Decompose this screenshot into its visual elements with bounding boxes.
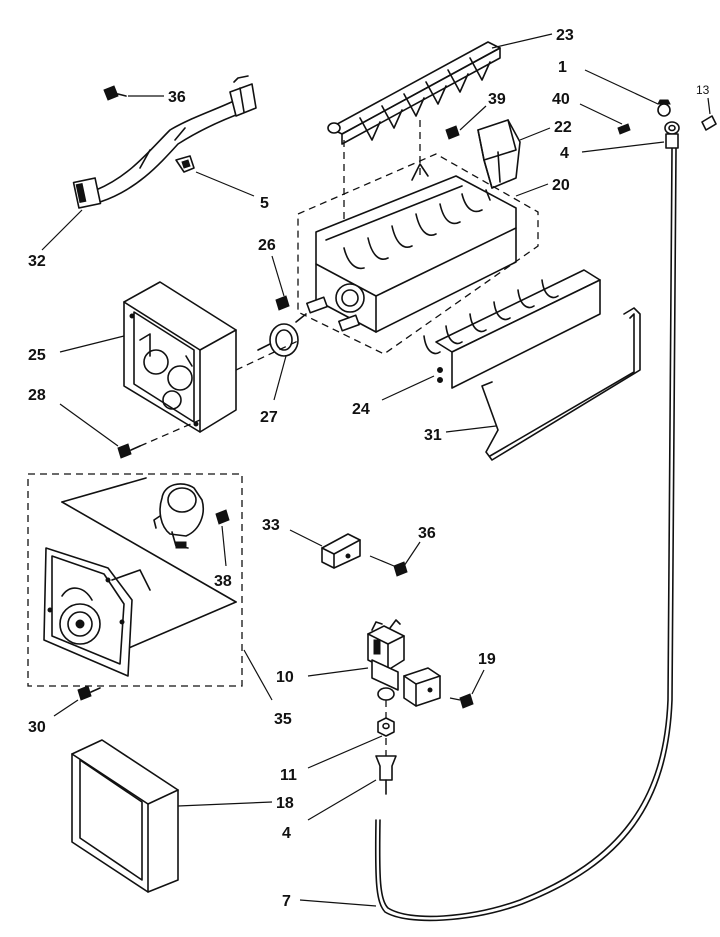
- callout-40: 40: [552, 91, 570, 108]
- callout-11: 11: [280, 767, 297, 784]
- part-18-block: [71, 739, 179, 893]
- callout-18: 18: [276, 795, 294, 812]
- part-20-outline: [297, 153, 539, 355]
- part-26-screw: [275, 295, 290, 311]
- callout-28: 28: [28, 387, 46, 404]
- callout-36a: 36: [168, 89, 186, 106]
- part-27-thermostat: [257, 313, 307, 357]
- part-30-screw: [77, 685, 101, 701]
- callout-25: 25: [28, 347, 46, 364]
- callout-35: 35: [274, 711, 292, 728]
- callout-7: 7: [282, 893, 291, 910]
- part-36a-screw: [103, 85, 127, 101]
- callout-33: 33: [262, 517, 280, 534]
- part-1-fill-cup: [657, 99, 680, 135]
- part-23-ejector: [327, 41, 501, 145]
- callout-10: 10: [276, 669, 294, 686]
- callout-5: 5: [260, 195, 269, 212]
- callout-13: 13: [696, 83, 710, 97]
- part-38-screw: [215, 509, 230, 525]
- part-10-water-valve: [367, 619, 441, 707]
- part-35-motor-plate: [43, 477, 237, 677]
- part-31-shutoff-arm: [481, 307, 641, 461]
- part-24-stripper: [423, 269, 601, 389]
- part-25-housing: [123, 281, 237, 433]
- part-28-screw: [117, 443, 141, 459]
- part-5-clip: [175, 155, 195, 173]
- callout-4b: 4: [282, 825, 291, 842]
- callout-4a: 4: [560, 145, 569, 162]
- callout-27: 27: [260, 409, 278, 426]
- callout-36b: 36: [418, 525, 436, 542]
- part-33-bracket: [321, 533, 361, 569]
- callout-26: 26: [258, 237, 276, 254]
- part-11-nut: [377, 717, 395, 737]
- callout-39: 39: [488, 91, 506, 108]
- part-40-screw: [617, 123, 631, 135]
- part-35-outline: [27, 473, 243, 687]
- callout-24: 24: [352, 401, 370, 418]
- part-13-plug: [701, 115, 717, 131]
- part-motor: [153, 483, 204, 549]
- part-39-screw: [445, 125, 460, 140]
- part-22-cover: [477, 119, 521, 189]
- part-4b-insert: [375, 755, 397, 795]
- callout-20: 20: [552, 177, 570, 194]
- callout-19: 19: [478, 651, 496, 668]
- callout-38: 38: [214, 573, 232, 590]
- callout-31: 31: [424, 427, 442, 444]
- callout-22: 22: [554, 119, 572, 136]
- callout-32: 32: [28, 253, 46, 270]
- callout-1: 1: [558, 59, 567, 76]
- part-32-wire-harness: [72, 75, 257, 209]
- part-20-ice-mold: [306, 163, 517, 333]
- callout-23: 23: [556, 27, 574, 44]
- callout-30: 30: [28, 719, 46, 736]
- part-19-screw: [459, 693, 474, 709]
